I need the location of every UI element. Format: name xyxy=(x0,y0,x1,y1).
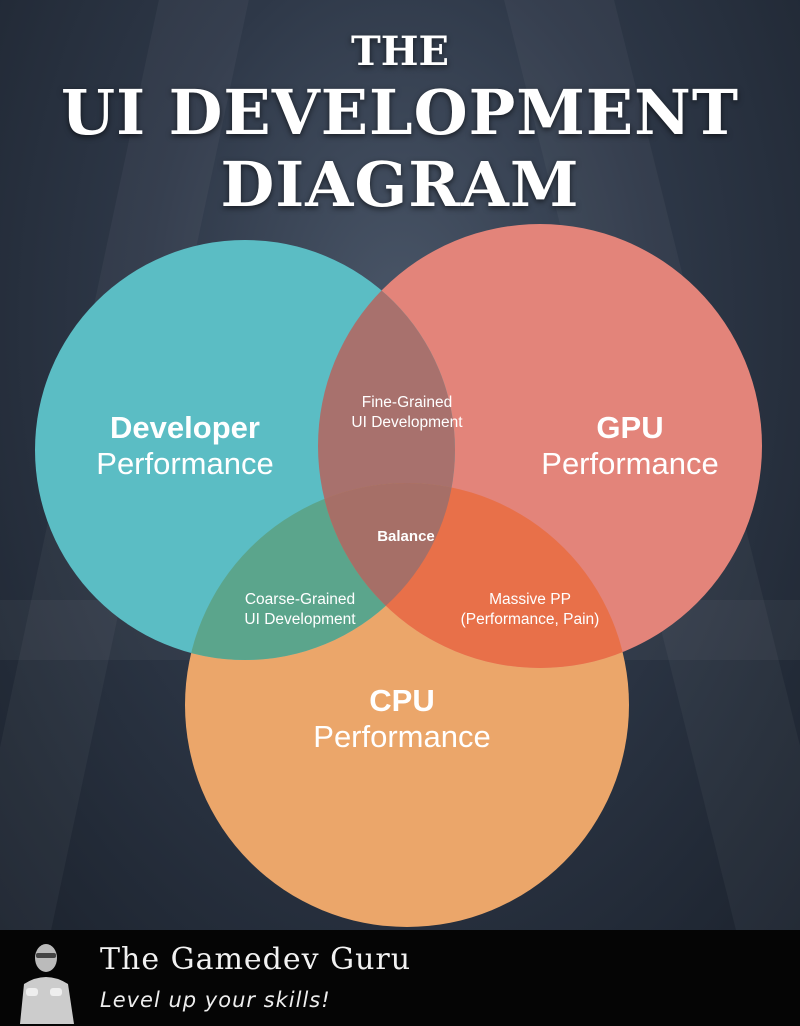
cpu-label-bold: CPU xyxy=(369,683,435,718)
developer-label-regular: Performance xyxy=(96,445,274,481)
developer-cpu-overlap xyxy=(185,483,455,660)
coarse-grained-line2: UI Development xyxy=(244,611,356,629)
cpu-label-regular: Performance xyxy=(313,718,491,754)
title-line-2: UI DEVELOPMENT xyxy=(61,76,739,149)
title-line-1: THE xyxy=(350,28,450,75)
tagline: Level up your skills! xyxy=(100,988,331,1012)
gpu-cpu-overlap xyxy=(318,483,629,668)
avatar-illustration xyxy=(20,944,74,1024)
developer-label-bold: Developer xyxy=(110,410,260,445)
massive-pp-label: Massive PP (Performance, Pain) xyxy=(425,590,635,630)
gpu-label-regular: Performance xyxy=(541,445,719,481)
cpu-label: CPU Performance xyxy=(287,683,517,754)
fine-grained-line1: Fine-Grained xyxy=(361,394,453,411)
title-line-3: DIAGRAM xyxy=(220,148,580,221)
gpu-label-bold: GPU xyxy=(596,410,664,445)
developer-label: Developer Performance xyxy=(70,410,300,481)
balance-label: Balance xyxy=(377,528,435,545)
gpu-label: GPU Performance xyxy=(515,410,745,481)
venn-diagram xyxy=(35,224,762,927)
fine-grained-line2: UI Development xyxy=(351,414,463,432)
brand-name: The Gamedev Guru xyxy=(100,942,412,977)
footer: The Gamedev Guru Level up your skills! xyxy=(0,930,800,1026)
coarse-grained-label: Coarse-Grained UI Development xyxy=(200,590,400,630)
fine-grained-label: Fine-Grained UI Development xyxy=(307,393,507,433)
massive-pp-line2: (Performance, Pain) xyxy=(460,611,600,629)
massive-pp-line1: Massive PP xyxy=(489,591,571,608)
coarse-grained-line1: Coarse-Grained xyxy=(244,591,356,608)
